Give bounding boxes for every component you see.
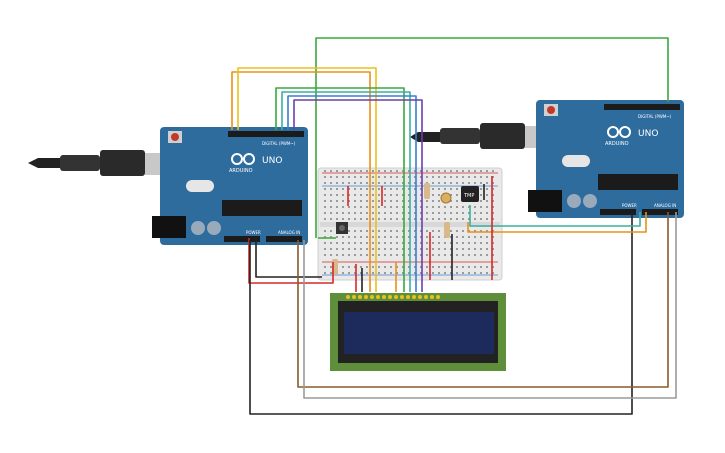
left-usb-cable [28, 150, 171, 176]
arduino-analog-label: ANALOG IN [654, 203, 676, 208]
resistor [444, 222, 450, 238]
lcd-pin [364, 295, 368, 299]
wire-orange [467, 212, 647, 233]
lcd-pin [430, 295, 434, 299]
lcd-pin [436, 295, 440, 299]
lcd-pin [352, 295, 356, 299]
lcd-pin [370, 295, 374, 299]
lcd-pin [424, 295, 428, 299]
wire-green [275, 87, 405, 292]
lcd-pin [418, 295, 422, 299]
pushbutton [336, 222, 348, 234]
wire-black [249, 212, 633, 415]
wire-teal [469, 205, 641, 227]
arduino-analog-label: ANALOG IN [278, 230, 300, 235]
arduino-model-label: UNO [638, 129, 658, 139]
lcd-pin [406, 295, 410, 299]
wire-green [315, 37, 669, 238]
photoresistor [440, 192, 452, 204]
sensor-label: TMP [463, 193, 474, 199]
lcd-pin [412, 295, 416, 299]
wire-orange [231, 71, 371, 292]
wire-teal [281, 91, 411, 292]
breadboard-holes [324, 170, 494, 274]
lcd-pin [388, 295, 392, 299]
arduino-brand-label: ARDUINO [229, 168, 253, 174]
wire-gray [303, 212, 677, 399]
lcd-pin-header [346, 295, 440, 299]
wires [231, 37, 677, 415]
wire-red [248, 238, 334, 284]
arduino-logo-icon [231, 153, 255, 165]
arduino-brand-label: ARDUINO [605, 141, 629, 147]
lcd-pin [346, 295, 350, 299]
wire-brown [297, 212, 669, 388]
lcd-pin [358, 295, 362, 299]
arduino-power-label: POWER [246, 230, 261, 235]
right-usb-cable [410, 123, 553, 149]
arduino-logo-icon [607, 126, 631, 138]
lcd-pin [376, 295, 380, 299]
lcd-pin [394, 295, 398, 299]
arduino-model-label: UNO [262, 156, 282, 166]
temperature-sensor: TMP [461, 186, 479, 202]
wire-black [255, 238, 322, 278]
left-arduino-board: ARDUINO UNO DIGITAL (PWM~) POWER ANALOG … [152, 127, 308, 245]
wire-purple [293, 99, 423, 292]
resistor [424, 183, 430, 199]
lcd-display [330, 293, 506, 371]
arduino-digital-label: DIGITAL (PWM~) [638, 114, 672, 119]
lcd-pin [382, 295, 386, 299]
wire-yellow [237, 67, 377, 292]
lcd-pin [400, 295, 404, 299]
wire-blue [287, 95, 417, 292]
right-arduino-board: ARDUINO UNO DIGITAL (PWM~) POWER ANALOG … [528, 100, 684, 218]
arduino-digital-label: DIGITAL (PWM~) [262, 141, 296, 146]
arduino-power-label: POWER [622, 203, 637, 208]
